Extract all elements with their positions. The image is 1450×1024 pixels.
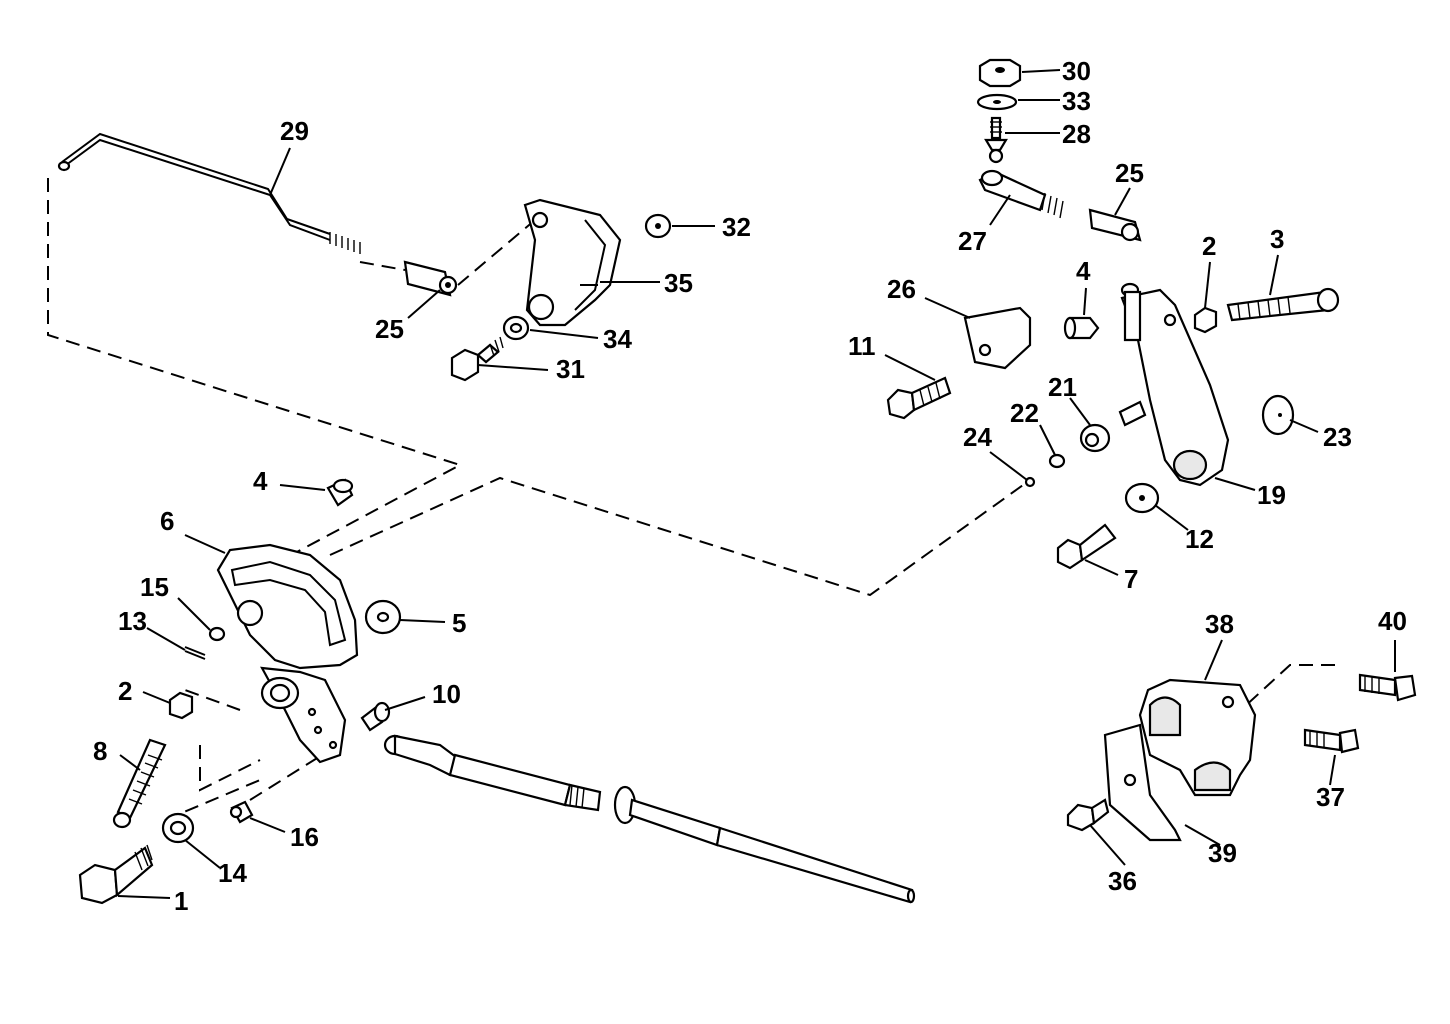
callout-23: 23 — [1323, 422, 1352, 452]
callout-39: 39 — [1208, 838, 1237, 868]
callout-26: 26 — [887, 274, 916, 304]
part-washer-small[interactable] — [1048, 453, 1066, 469]
callout-1: 1 — [174, 886, 188, 916]
callout-labels: 29 25 32 35 34 31 30 33 28 25 27 2 3 4 2… — [93, 56, 1407, 916]
part-bolt-clamp-lower[interactable] — [1303, 728, 1360, 754]
part-bolt-stop[interactable] — [886, 376, 952, 420]
callout-16: 16 — [290, 822, 319, 852]
callout-31: 31 — [556, 354, 585, 384]
callout-19: 19 — [1257, 480, 1286, 510]
callout-8: 8 — [93, 736, 107, 766]
part-cotter-pin[interactable] — [184, 646, 206, 660]
part-spacer[interactable] — [1079, 423, 1111, 453]
callout-29: 29 — [280, 116, 309, 146]
assembly-guide-lines — [47, 178, 1335, 821]
guide-line-plate-to-lever — [329, 476, 1031, 597]
callout-21: 21 — [1048, 372, 1077, 402]
callout-32: 32 — [722, 212, 751, 242]
part-shim-plate[interactable] — [1103, 723, 1182, 842]
part-washer-top[interactable] — [976, 93, 1018, 111]
guide-line-rod-to-plate — [47, 178, 463, 586]
callout-24: 24 — [963, 422, 992, 452]
part-bushing-right[interactable] — [1063, 316, 1100, 340]
part-pin-cable[interactable] — [360, 701, 391, 732]
callout-7: 7 — [1124, 564, 1138, 594]
part-bolt-shim[interactable] — [1066, 798, 1110, 832]
part-washer-cam[interactable] — [502, 315, 530, 341]
part-bolt-clamp-upper[interactable] — [1358, 673, 1417, 702]
callout-36: 36 — [1108, 866, 1137, 896]
part-cable-clamp[interactable] — [1138, 678, 1257, 797]
callout-10: 10 — [432, 679, 461, 709]
part-screw-right[interactable] — [1226, 287, 1340, 322]
callout-2-right: 2 — [1202, 231, 1216, 261]
part-stop-block[interactable] — [963, 306, 1032, 370]
part-washer-bolt[interactable] — [161, 812, 195, 844]
part-washer-plate[interactable] — [208, 626, 226, 642]
callout-37: 37 — [1316, 782, 1345, 812]
guide-line-bolt — [164, 779, 261, 821]
part-bushing-left[interactable] — [326, 478, 354, 507]
part-throttle-cable[interactable] — [383, 734, 916, 904]
callout-34: 34 — [603, 324, 632, 354]
guide-line-connector-bracket — [457, 219, 536, 286]
callout-4-right: 4 — [1076, 256, 1091, 286]
leader-lines — [117, 69, 1396, 899]
callout-3: 3 — [1270, 224, 1284, 254]
part-screw-left[interactable] — [112, 738, 167, 829]
part-washer-large-left[interactable] — [364, 599, 402, 635]
part-stud[interactable] — [1118, 400, 1147, 427]
callout-15: 15 — [140, 572, 169, 602]
callout-40: 40 — [1378, 606, 1407, 636]
part-shift-lever[interactable] — [1120, 282, 1230, 487]
part-link-rod-socket[interactable] — [978, 169, 1064, 219]
callout-4-left: 4 — [253, 466, 268, 496]
callout-13: 13 — [118, 606, 147, 636]
callout-14: 14 — [218, 858, 247, 888]
part-washer-large-right[interactable] — [1261, 394, 1295, 436]
part-rod-end-connector-left[interactable] — [403, 260, 458, 297]
callout-30: 30 — [1062, 56, 1091, 86]
callout-33: 33 — [1062, 86, 1091, 116]
callout-28: 28 — [1062, 119, 1091, 149]
part-shoulder-bolt-main[interactable] — [78, 844, 154, 905]
guide-line-nut — [199, 745, 261, 792]
part-nut-right[interactable] — [1193, 306, 1218, 334]
callout-12: 12 — [1185, 524, 1214, 554]
part-link-rod[interactable] — [57, 132, 361, 254]
part-shoulder-bolt-lever[interactable] — [1056, 523, 1117, 570]
guide-line-rod-connector — [359, 261, 406, 271]
part-washer-lever[interactable] — [1124, 482, 1160, 514]
callout-22: 22 — [1010, 398, 1039, 428]
part-washer-upper[interactable] — [644, 213, 672, 239]
guide-line-nut-2 — [184, 689, 241, 711]
callout-11: 11 — [848, 331, 876, 361]
part-shoulder-bolt-cam[interactable] — [450, 336, 504, 382]
callout-25-right: 25 — [1115, 158, 1144, 188]
guide-line-clamp-bolt — [1229, 664, 1335, 721]
callout-5: 5 — [452, 608, 466, 638]
callout-38: 38 — [1205, 609, 1234, 639]
part-screw-small[interactable] — [229, 800, 254, 824]
part-rod-end-connector-right[interactable] — [1088, 208, 1142, 242]
part-nut-left[interactable] — [168, 691, 194, 720]
part-ball-stud[interactable] — [984, 116, 1008, 164]
callout-25-left: 25 — [375, 314, 404, 344]
part-nut-top[interactable] — [978, 58, 1022, 88]
callout-27: 27 — [958, 226, 987, 256]
part-throttle-lever-plate[interactable] — [216, 543, 359, 764]
callout-6: 6 — [160, 506, 174, 536]
part-retainer[interactable] — [1024, 476, 1036, 488]
part-throttle-cam-bracket[interactable] — [523, 198, 622, 327]
callout-35: 35 — [664, 268, 693, 298]
callout-2-left: 2 — [118, 676, 132, 706]
